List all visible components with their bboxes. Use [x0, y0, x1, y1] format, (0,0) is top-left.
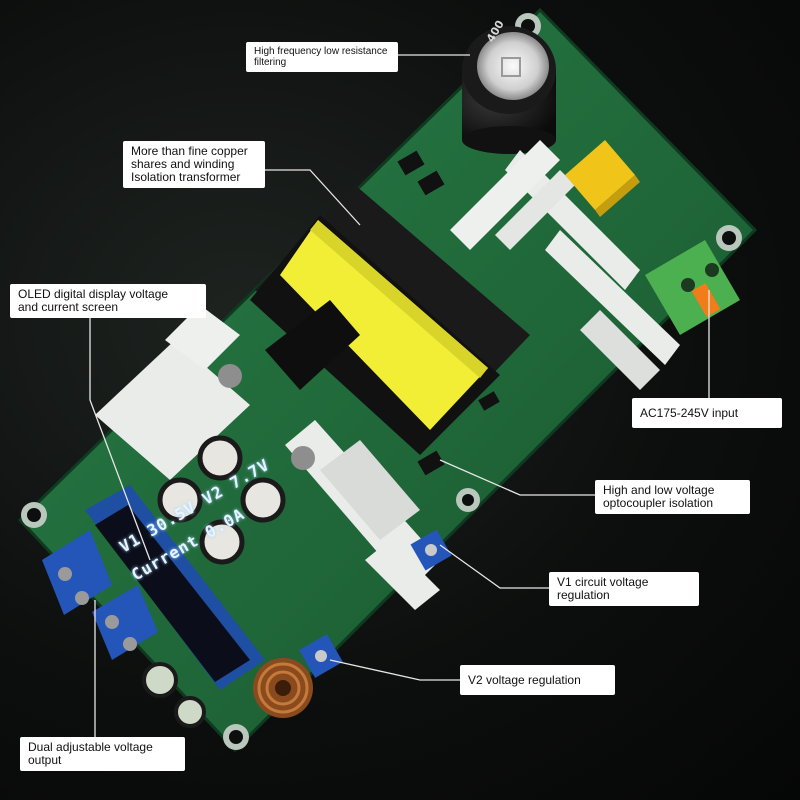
output-heatsink [95, 305, 440, 610]
label-line: High and low voltage [603, 483, 715, 497]
label-line: High frequency low resistance [254, 46, 388, 57]
ac-input-terminal [645, 240, 740, 335]
label-line: filtering [254, 57, 287, 68]
label-line: More than fine copper [131, 144, 248, 158]
label-line: shares and winding [131, 157, 235, 171]
x-capacitor [565, 140, 640, 217]
ic-chips [397, 150, 500, 476]
label-oled: OLED digital display voltage and current… [10, 284, 206, 318]
label-optocoupler: High and low voltage optocoupler isolati… [595, 480, 750, 514]
label-line: AC175-245V input [640, 406, 739, 420]
ac-heatsink [450, 140, 680, 390]
label-line: V2 voltage regulation [468, 673, 581, 687]
label-v2-regulation: V2 voltage regulation [460, 665, 615, 695]
label-filter-capacitor: High frequency low resistance filtering [246, 42, 398, 72]
label-line: Dual adjustable voltage [28, 740, 153, 754]
label-line: regulation [557, 588, 610, 602]
label-line: and current screen [18, 300, 119, 314]
v2-trimmer [299, 634, 343, 678]
label-dual-output: Dual adjustable voltage output [20, 737, 185, 771]
filter-capacitor [462, 26, 556, 154]
label-line: OLED digital display voltage [18, 287, 169, 301]
label-line: output [28, 753, 62, 767]
label-ac-input: AC175-245V input [632, 398, 782, 428]
inductor-coil [253, 658, 313, 718]
isolation-transformer [250, 185, 530, 455]
output-terminals [42, 530, 158, 660]
label-line: V1 circuit voltage [557, 575, 649, 589]
label-transformer: More than fine copper shares and winding… [123, 141, 265, 188]
oled-module [85, 485, 265, 690]
output-capacitors [142, 435, 286, 728]
label-line: Isolation transformer [131, 170, 241, 184]
label-line: optocoupler isolation [603, 496, 714, 510]
label-v1-regulation: V1 circuit voltage regulation [549, 572, 699, 606]
mounting-holes [21, 13, 742, 750]
v1-trimmer [410, 529, 452, 571]
